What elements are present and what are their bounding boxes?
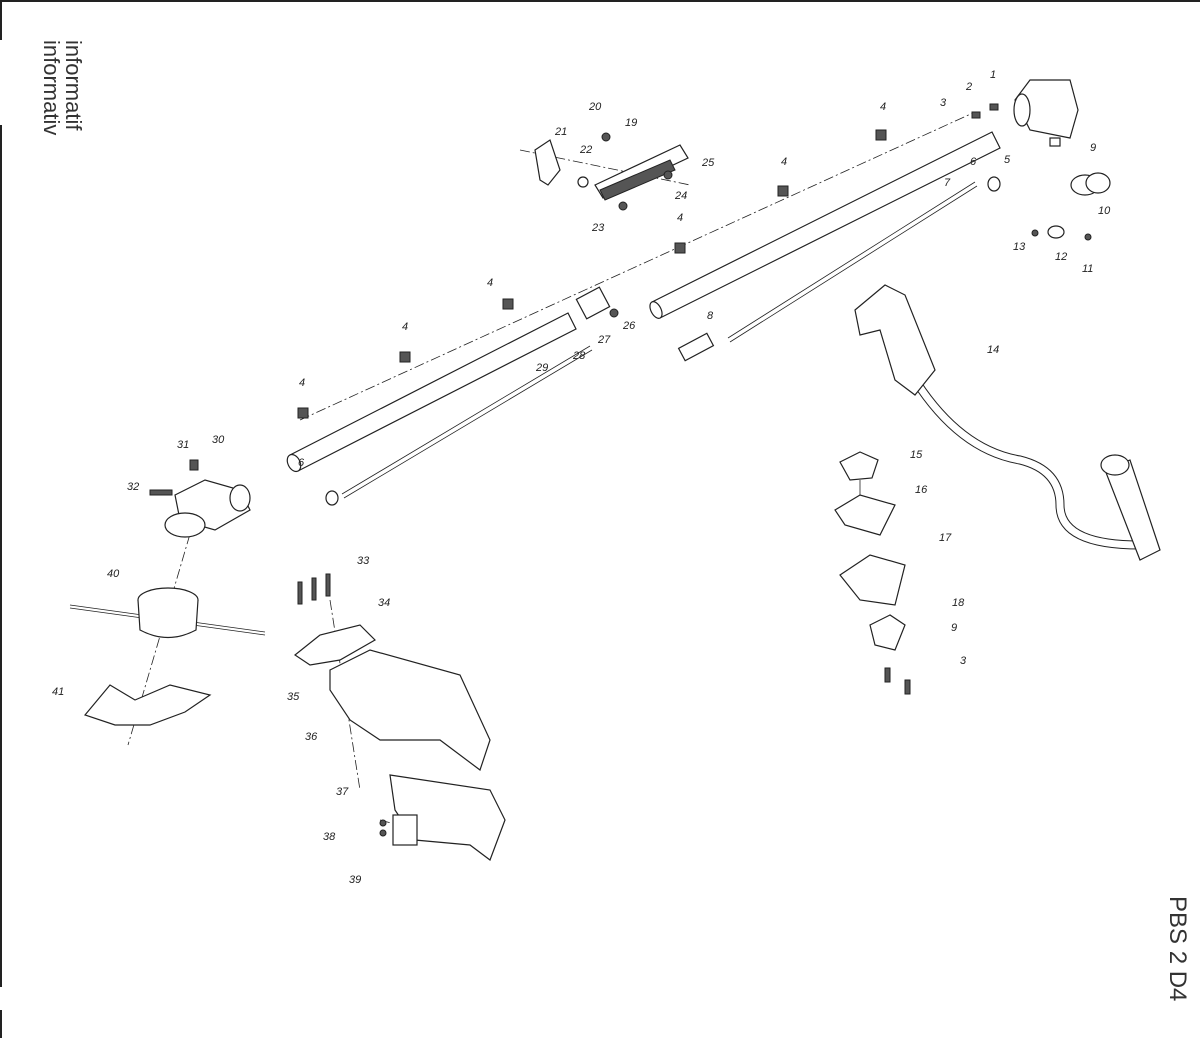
callout-36: 36 — [305, 731, 318, 743]
callout-29: 29 — [535, 362, 548, 374]
callouts: 1233444444566789910111213141516171819202… — [52, 69, 1111, 886]
bushings — [297, 129, 887, 419]
callout-4: 4 — [781, 156, 787, 168]
callout-37: 37 — [336, 786, 349, 798]
callout-4: 4 — [880, 101, 886, 113]
top-border — [0, 0, 1200, 2]
guard-assembly — [293, 573, 506, 861]
callout-4: 4 — [487, 277, 493, 289]
clutch-housing — [971, 79, 1079, 147]
handle-assembly — [534, 132, 689, 318]
callout-10: 10 — [1098, 205, 1111, 217]
clamp-upper — [834, 494, 896, 536]
assembly-axis — [299, 111, 976, 421]
callout-40: 40 — [107, 568, 120, 580]
callout-13: 13 — [1013, 241, 1026, 253]
callout-14: 14 — [987, 344, 999, 356]
callout-39: 39 — [349, 874, 361, 886]
callout-26: 26 — [622, 320, 636, 332]
callout-17: 17 — [939, 532, 952, 544]
callout-6: 6 — [970, 156, 977, 168]
callout-15: 15 — [910, 449, 923, 461]
callout-6: 6 — [298, 457, 305, 469]
callout-31: 31 — [177, 439, 189, 451]
callout-24: 24 — [674, 190, 687, 202]
callout-34: 34 — [378, 597, 390, 609]
cutting-blade — [83, 684, 212, 726]
callout-38: 38 — [323, 831, 336, 843]
callout-9: 9 — [951, 622, 957, 634]
callout-16: 16 — [915, 484, 928, 496]
callout-5: 5 — [1004, 154, 1011, 166]
drive-shaft-upper — [727, 181, 978, 343]
callout-1: 1 — [990, 69, 996, 81]
callout-3: 3 — [940, 97, 947, 109]
callout-21: 21 — [554, 126, 567, 138]
callout-32: 32 — [127, 481, 139, 493]
callout-2: 2 — [965, 81, 972, 93]
knob — [839, 451, 879, 481]
callout-7: 7 — [944, 177, 951, 189]
callout-27: 27 — [597, 334, 611, 346]
clamp-lower — [839, 554, 906, 606]
callout-9: 9 — [1090, 142, 1096, 154]
callout-28: 28 — [572, 350, 586, 362]
callout-35: 35 — [287, 691, 300, 703]
lower-tube — [286, 312, 577, 473]
callout-30: 30 — [212, 434, 225, 446]
shaft-sleeve — [677, 332, 715, 362]
callout-22: 22 — [579, 144, 592, 156]
gear-head — [149, 459, 251, 538]
callout-4: 4 — [677, 212, 683, 224]
callout-4: 4 — [299, 377, 305, 389]
callout-11: 11 — [1082, 263, 1093, 275]
upper-tube — [649, 131, 1001, 319]
callout-20: 20 — [588, 101, 602, 113]
callout-12: 12 — [1055, 251, 1067, 263]
left-border-bottom — [0, 1010, 2, 1038]
callout-23: 23 — [591, 222, 605, 234]
callout-33: 33 — [357, 555, 370, 567]
callout-8: 8 — [707, 310, 714, 322]
coupling — [575, 286, 611, 320]
callout-19: 19 — [625, 117, 637, 129]
callout-4: 4 — [402, 321, 408, 333]
bracket — [869, 614, 906, 651]
callout-41: 41 — [52, 686, 64, 698]
callout-3: 3 — [960, 655, 967, 667]
left-border-mid — [0, 125, 2, 987]
left-border-top — [0, 0, 2, 40]
bike-handle — [854, 284, 1161, 561]
callout-25: 25 — [701, 157, 715, 169]
callout-18: 18 — [952, 597, 965, 609]
drive-shaft-lower — [341, 345, 593, 499]
